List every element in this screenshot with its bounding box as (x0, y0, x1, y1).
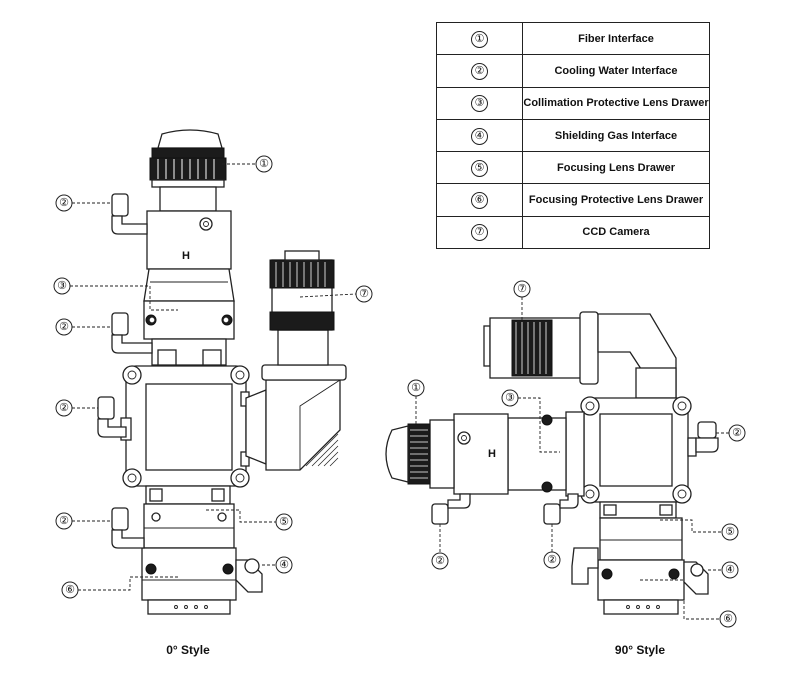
legend-number: ⑤ (471, 159, 488, 177)
callout-marker: ④ (721, 561, 739, 579)
cooling-fitting (111, 193, 148, 235)
cooling-fitting (695, 421, 719, 453)
collimation-body: H (385, 411, 585, 497)
cooling-fitting (431, 493, 471, 525)
callout-marker: ⑥ (719, 610, 737, 628)
legend-row: ⑤ Focusing Lens Drawer (436, 151, 710, 185)
callout-marker: ③ (501, 389, 519, 407)
svg-text:②: ② (59, 197, 69, 209)
svg-text:H: H (488, 448, 496, 460)
callout-marker: ⑤ (721, 523, 739, 541)
legend-row: ③ Collimation Protective Lens Drawer (436, 86, 710, 120)
callout-marker: ② (55, 194, 73, 212)
svg-text:⑦: ⑦ (517, 283, 527, 295)
cooling-fitting (97, 396, 127, 438)
cooling-fitting (543, 493, 579, 525)
svg-text:⑤: ⑤ (725, 526, 735, 538)
legend-label: Collimation Protective Lens Drawer (522, 86, 710, 120)
ccd-camera (245, 250, 347, 471)
svg-text:④: ④ (279, 559, 289, 571)
svg-text:⑦: ⑦ (359, 288, 369, 300)
svg-text:④: ④ (725, 564, 735, 576)
svg-text:②: ② (732, 427, 742, 439)
callout-marker: ① (407, 379, 425, 397)
callout-marker: ⑥ (61, 581, 79, 599)
callout-marker: ② (728, 424, 746, 442)
legend-label: Cooling Water Interface (522, 54, 710, 88)
legend-label: Focusing Lens Drawer (522, 151, 710, 185)
callout-marker: ③ (53, 277, 71, 295)
svg-text:①: ① (411, 382, 421, 394)
cooling-fitting (111, 507, 145, 549)
callout-marker: ⑤ (275, 513, 293, 531)
legend-number: ⑦ (471, 224, 488, 242)
svg-text:⑥: ⑥ (723, 613, 733, 625)
zero-degree-head-drawing: H (53, 129, 373, 657)
legend-number: ④ (471, 127, 488, 145)
svg-text:②: ② (59, 402, 69, 414)
svg-text:②: ② (547, 554, 557, 566)
legend-number: ⑥ (471, 192, 488, 210)
svg-text:③: ③ (57, 280, 67, 292)
collimation-body: H (143, 210, 235, 366)
callout-marker: ② (543, 551, 561, 569)
callout-marker: ⑦ (513, 280, 531, 298)
svg-text:H: H (182, 250, 190, 262)
legend-row: ② Cooling Water Interface (436, 54, 710, 88)
callout-marker: ① (255, 155, 273, 173)
fiber-connector (149, 129, 227, 212)
legend-table: ① Fiber Interface ② Cooling Water Interfac… (436, 21, 710, 250)
svg-text:②: ② (59, 321, 69, 333)
svg-text:②: ② (59, 515, 69, 527)
legend-row: ① Fiber Interface (436, 21, 710, 56)
cube-housing (580, 396, 697, 504)
legend-label: Shielding Gas Interface (522, 118, 710, 153)
svg-text:③: ③ (505, 392, 515, 404)
svg-text:⑤: ⑤ (279, 516, 289, 528)
callout-marker: ② (55, 399, 73, 417)
focusing-body (571, 501, 709, 615)
ninety-degree-caption: 90° Style (615, 643, 665, 657)
legend-label: Focusing Protective Lens Drawer (522, 183, 710, 217)
legend-row: ⑦ CCD Camera (436, 215, 710, 250)
callout-marker: ② (431, 552, 449, 570)
cooling-fitting (111, 312, 153, 354)
legend-label: CCD Camera (522, 215, 710, 250)
svg-text:②: ② (435, 555, 445, 567)
legend-row: ⑥ Focusing Protective Lens Drawer (436, 183, 710, 217)
callout-marker: ⑦ (355, 285, 373, 303)
legend-label: Fiber Interface (522, 21, 710, 56)
cube-housing (120, 365, 250, 488)
legend-number: ① (471, 30, 488, 48)
callout-marker: ② (55, 512, 73, 530)
ninety-degree-head-drawing: H (385, 280, 746, 657)
callout-marker: ④ (275, 556, 293, 574)
legend-number: ② (471, 62, 488, 80)
focusing-body (141, 485, 263, 615)
legend-number: ③ (471, 95, 488, 113)
svg-text:①: ① (259, 158, 269, 170)
ccd-camera (483, 311, 677, 399)
zero-degree-caption: 0° Style (166, 643, 210, 657)
svg-text:⑥: ⑥ (65, 584, 75, 596)
legend-row: ④ Shielding Gas Interface (436, 118, 710, 153)
callout-marker: ② (55, 318, 73, 336)
